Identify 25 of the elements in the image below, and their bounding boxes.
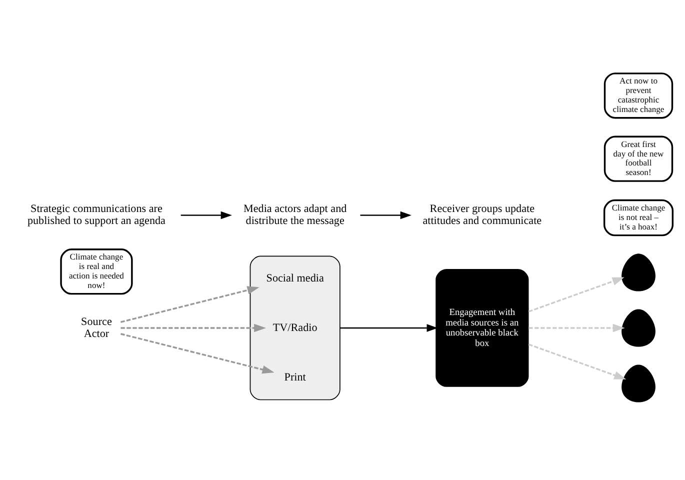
arrow (528, 324, 625, 332)
node-text: Source Actor (81, 316, 112, 340)
node-text: Social media (266, 272, 324, 284)
node-box: Engagement with media sources is an unobservable black box (436, 269, 529, 387)
node-person (622, 364, 656, 402)
node-box: Climate change is real and action is needed now! (60, 248, 133, 295)
node-text: Strategic communications are published to support an agenda (27, 203, 166, 228)
arrow (180, 211, 232, 220)
node-text: Print (284, 371, 306, 384)
arrow (528, 277, 624, 312)
arrow (120, 286, 260, 323)
arrow (340, 324, 438, 332)
node-person (622, 309, 656, 347)
node-text: Receiver groups update attitudes and communicate (422, 203, 542, 228)
arrow (120, 333, 274, 374)
cluster (250, 256, 340, 400)
arrow (120, 324, 266, 332)
node-box: Great first day of the new football season! (604, 136, 674, 182)
node-box: Act now to prevent catastrophic climate change (604, 72, 674, 119)
node-box: Climate change is not real – it’s a hoax! (603, 199, 674, 236)
arrow (528, 344, 626, 380)
node-text: TV/Radio (272, 322, 318, 334)
node-text: Media actors adapt and distribute the message (243, 203, 347, 228)
node-person (622, 254, 656, 292)
arrow (360, 211, 412, 220)
